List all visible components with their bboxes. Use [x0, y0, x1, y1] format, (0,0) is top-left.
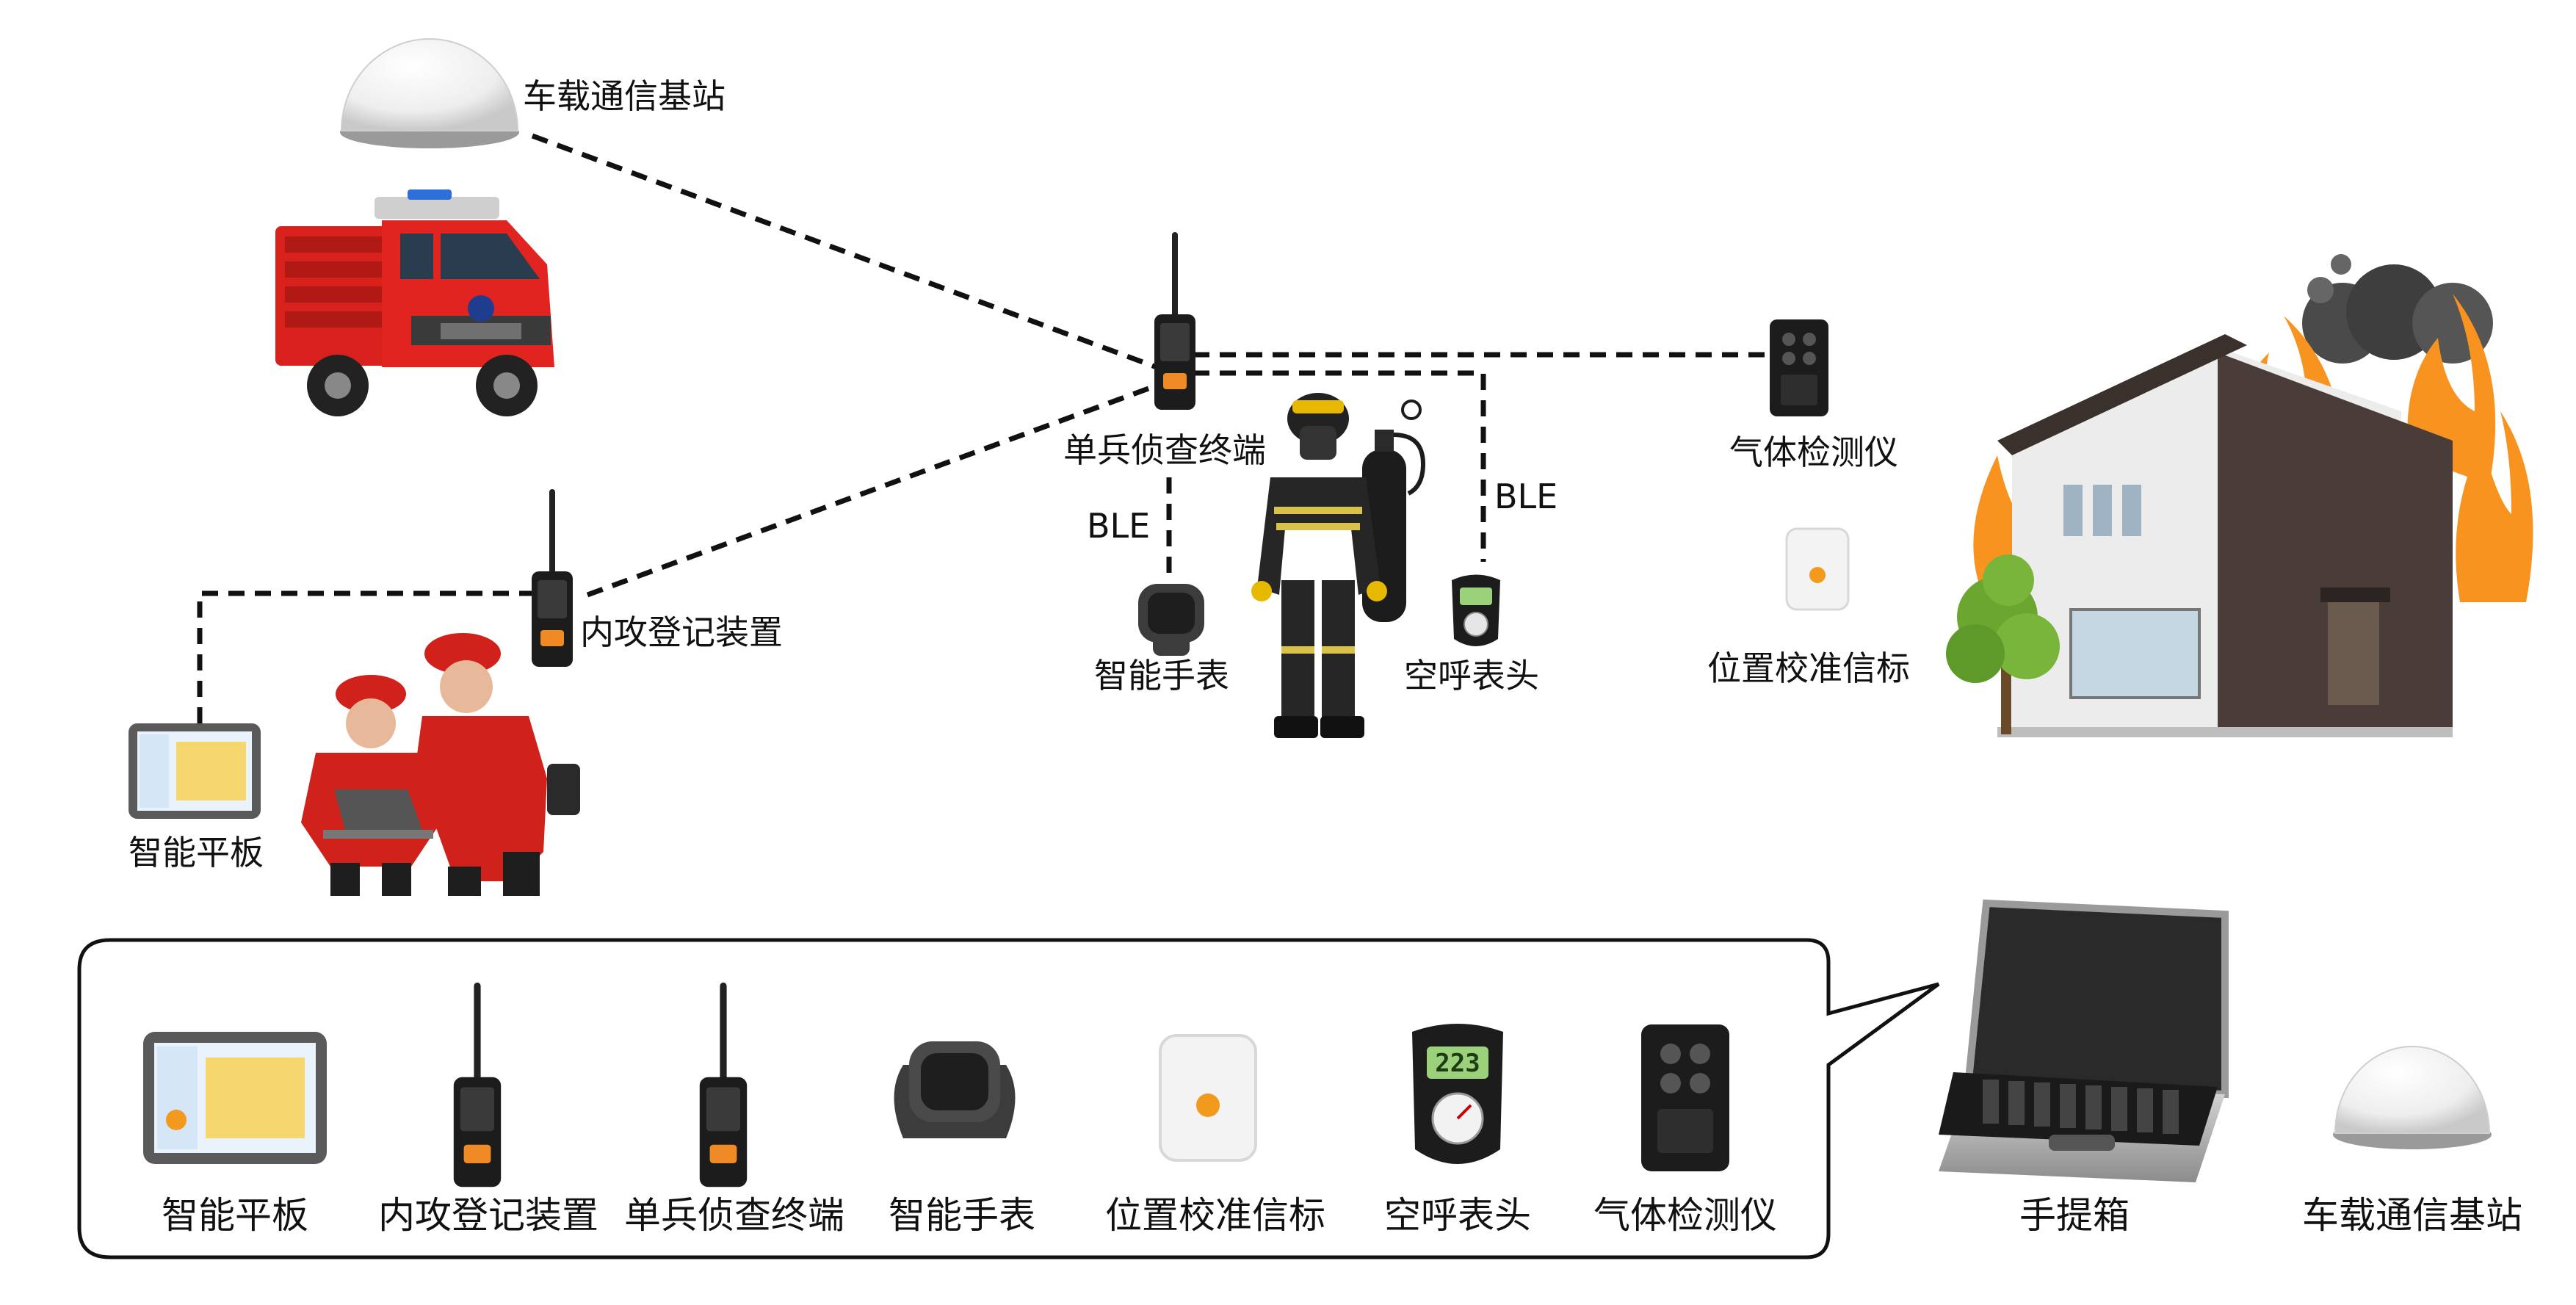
equipment-label-beacon: 位置校准信标 [1105, 1194, 1325, 1237]
link-tablet-entry [197, 590, 532, 723]
equipment-label-air-gauge: 空呼表头 [1384, 1194, 1531, 1237]
terminal-device [1154, 235, 1195, 410]
calib-beacon-scene [1785, 527, 1850, 611]
label-entry-device: 内攻登记装置 [580, 612, 783, 652]
equipment-label-tablet: 智能平板 [162, 1194, 308, 1237]
label-calib-beacon: 位置校准信标 [1707, 648, 1910, 688]
tray-smart-watch-icon [894, 1041, 1016, 1138]
equipment-label-gas-detector: 气体检测仪 [1593, 1194, 1777, 1237]
fire-truck [275, 189, 554, 416]
firefighters-laptop [301, 633, 580, 896]
burning-house [1946, 254, 2533, 737]
label-base-station-small: 车载通信基站 [2302, 1194, 2522, 1237]
firefighter-gear [1251, 393, 1426, 738]
label-carry-case: 手提箱 [2019, 1194, 2130, 1237]
gas-detector-scene [1770, 319, 1828, 416]
equipment-label-smart-watch: 智能手表 [889, 1194, 1035, 1237]
equipment-label-terminal: 单兵侦查终端 [624, 1194, 844, 1237]
tray-gas-detector-icon [1641, 1024, 1729, 1171]
equipment-label-entry-device: 内攻登记装置 [378, 1194, 598, 1237]
equipment-callout [77, 938, 1940, 1259]
air-gauge-scene [1452, 574, 1500, 646]
label-base-station: 车载通信基站 [523, 76, 726, 116]
tray-gauge-readout: 223 [1435, 1049, 1480, 1078]
label-ble-left: BLE [1087, 506, 1151, 546]
carry-case-icon [1939, 899, 2229, 1182]
label-ble-right: BLE [1494, 477, 1558, 516]
tablet-scene [129, 723, 261, 819]
tray-terminal-icon [700, 986, 747, 1187]
tray-entry-device-icon [454, 986, 501, 1187]
link-base-terminal [531, 133, 1158, 370]
link-entry-terminal [586, 383, 1158, 598]
base-station-dome [340, 38, 519, 148]
label-tablet: 智能平板 [129, 833, 264, 872]
base-station-dome-small [2333, 1046, 2492, 1149]
smart-watch-scene [1138, 584, 1204, 656]
connection-lines [197, 133, 1773, 723]
tray-beacon-icon [1159, 1034, 1257, 1162]
label-air-gauge: 空呼表头 [1404, 656, 1539, 695]
entry-device-scene [532, 492, 573, 667]
label-gas-detector: 气体检测仪 [1729, 433, 1898, 472]
tray-tablet-icon [143, 1032, 327, 1164]
label-terminal: 单兵侦查终端 [1063, 430, 1266, 470]
tray-air-gauge-icon: 223 [1412, 1024, 1503, 1164]
label-smart-watch: 智能手表 [1094, 656, 1229, 695]
